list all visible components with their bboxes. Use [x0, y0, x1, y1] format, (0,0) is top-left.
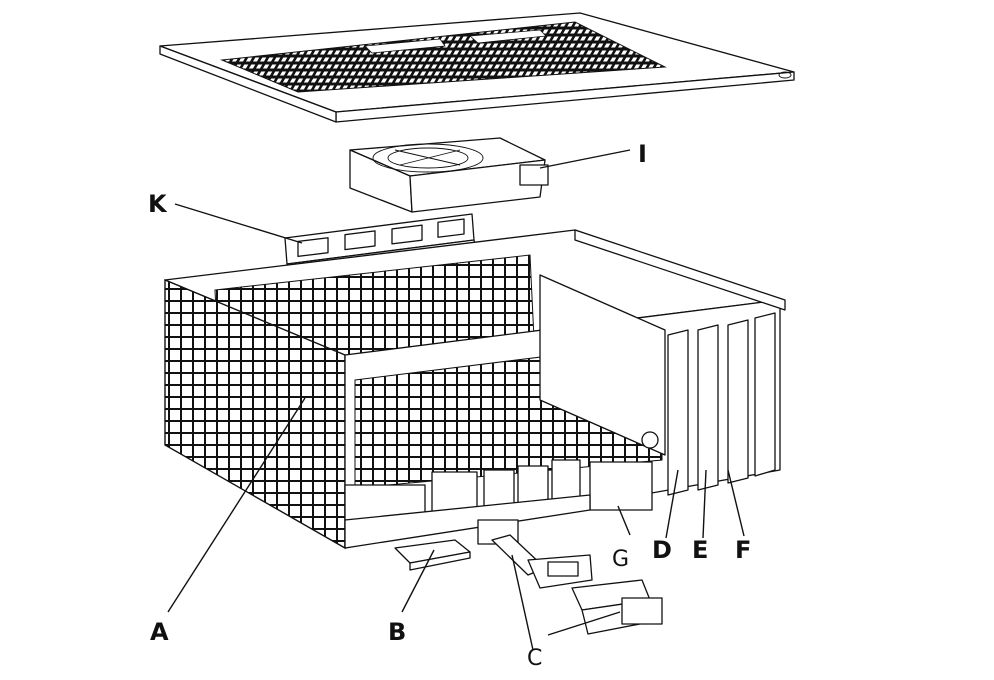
label-k: K [148, 190, 168, 218]
label-i: I [638, 140, 647, 168]
leader-i [539, 149, 631, 169]
top-cover [159, 12, 795, 123]
label-d: D [652, 536, 672, 564]
part-b [394, 539, 471, 571]
leader-b [401, 549, 435, 613]
chassis [164, 229, 786, 550]
label-b: B [388, 618, 406, 646]
fan-unit [349, 137, 549, 213]
label-g: G [612, 547, 629, 572]
leader-c2 [547, 611, 621, 636]
leader-d [665, 469, 679, 539]
leader-f [727, 469, 745, 537]
leader-c1 [511, 554, 534, 651]
label-f: F [735, 536, 751, 564]
part-c [477, 519, 663, 635]
leader-a [167, 397, 306, 613]
leader-k [174, 203, 303, 244]
leader-lines [167, 149, 745, 651]
leader-g [617, 505, 631, 536]
label-a: A [150, 618, 169, 646]
leader-e [702, 469, 707, 539]
label-c: C [527, 646, 542, 671]
label-e: E [692, 536, 708, 564]
